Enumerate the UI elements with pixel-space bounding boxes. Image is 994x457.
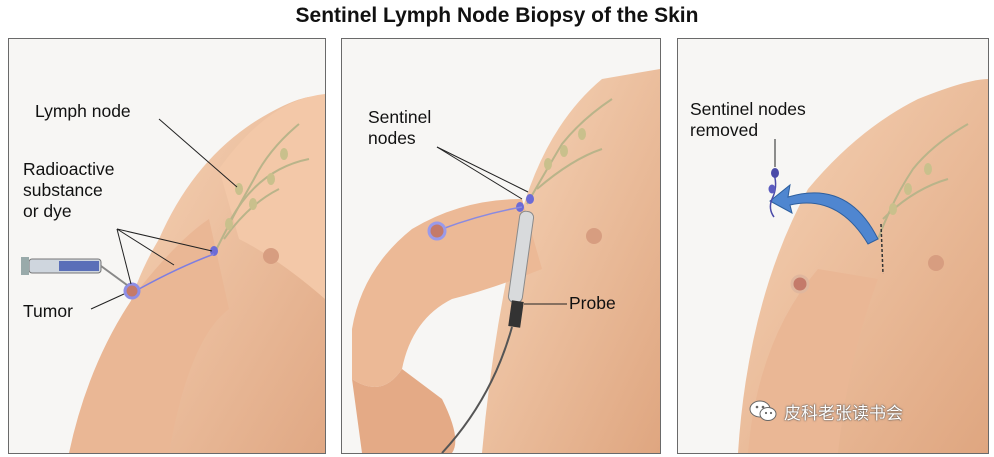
arm-illustration-3 — [738, 79, 988, 453]
tumor-site — [123, 282, 141, 300]
removed-nodes-icon — [768, 168, 779, 218]
watermark: 皮科老张读书会 — [748, 398, 903, 424]
probe-icon — [441, 210, 535, 453]
panel-injection: Lymph node Radioactive substance or dye … — [8, 38, 326, 454]
label-sentinel-nodes: Sentinel nodes — [368, 107, 432, 148]
label-tumor: Tumor — [23, 301, 73, 321]
sentinel-node — [526, 194, 534, 204]
lymph-vessels — [526, 98, 613, 205]
leader-lines — [90, 118, 238, 310]
lymph-vessels — [877, 123, 969, 240]
nipple — [263, 248, 279, 264]
panel-removal: Sentinel nodes removed — [677, 38, 989, 454]
tumor-site — [790, 274, 810, 294]
arm-illustration-1 — [21, 94, 325, 453]
incision-line — [880, 223, 884, 275]
lymph-nodes — [544, 128, 586, 170]
label-nodes-removed: Sentinel nodes removed — [690, 99, 806, 140]
lymph-nodes — [225, 148, 288, 230]
watermark-text: 皮科老张读书会 — [784, 403, 903, 424]
panel-probe: Sentinel nodes Probe — [341, 38, 661, 454]
lymph-vessels — [213, 123, 310, 255]
figure-title: Sentinel Lymph Node Biopsy of the Skin — [295, 4, 699, 27]
label-radioactive-substance: Radioactive substance or dye — [23, 159, 115, 221]
lymph-nodes — [889, 163, 932, 215]
tumor-site — [427, 221, 447, 241]
syringe-icon — [21, 257, 128, 286]
label-probe: Probe — [569, 293, 616, 313]
wechat-icon — [749, 400, 777, 421]
removal-arrow-icon — [769, 183, 879, 245]
dyed-node — [210, 246, 218, 256]
arm-illustration-2 — [352, 69, 660, 453]
leader-lines — [436, 146, 567, 305]
label-lymph-node: Lymph node — [35, 101, 131, 121]
